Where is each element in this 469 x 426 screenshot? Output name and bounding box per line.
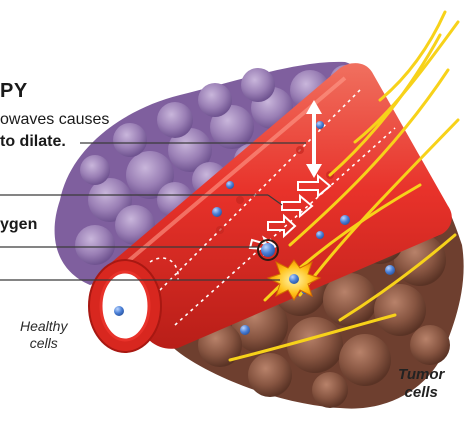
healthy-label-line-1: Healthy [20,318,67,335]
oxygen-label: ygen [0,216,37,234]
healthy-label-line-2: cells [20,335,67,352]
tumor-cells-label: Tumor cells [398,366,444,402]
caption-line-1: owaves causes [0,111,109,129]
therapy-heading: PY [0,80,28,103]
oxygen-molecule [258,240,278,260]
tumor-label-line-2: cells [398,384,444,402]
caption-line-2: to dilate. [0,133,66,151]
healthy-cells-label: Healthy cells [20,318,67,352]
tumor-label-line-1: Tumor [398,366,444,384]
